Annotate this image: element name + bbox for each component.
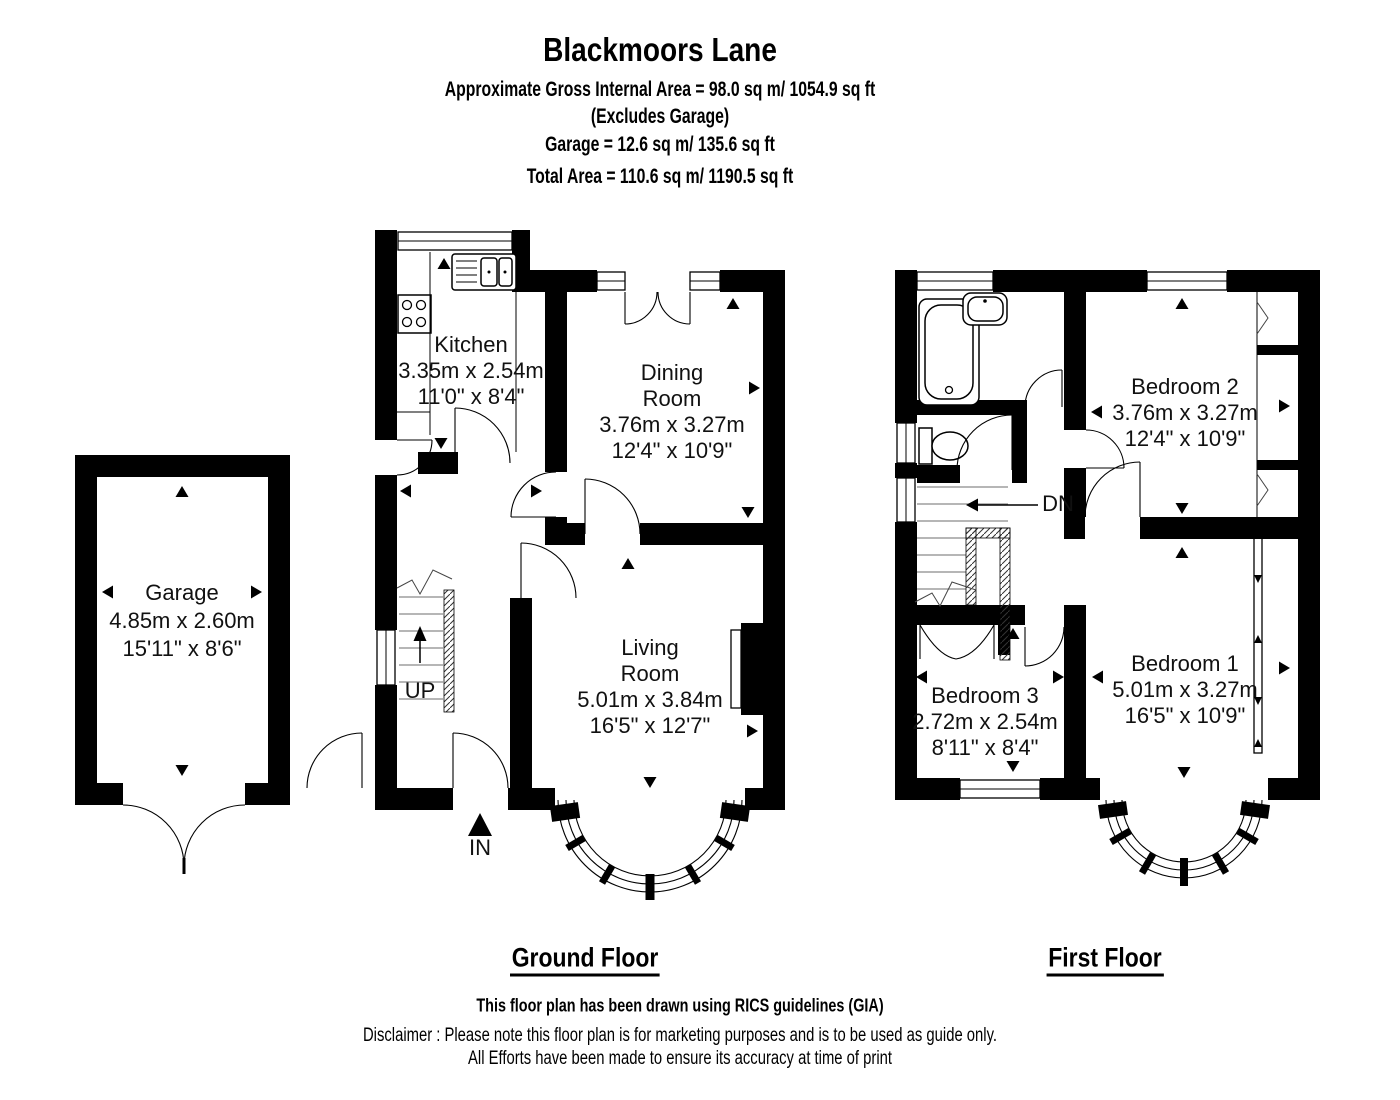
accuracy-text: All Efforts have been made to ensure its… — [468, 1048, 892, 1069]
stairs-up-icon — [396, 569, 455, 713]
kitchen-sink-icon — [451, 253, 517, 291]
ground-walls — [375, 230, 785, 810]
total-area-text: Total Area = 110.6 sq m/ 1190.5 sq ft — [526, 165, 794, 188]
garage-door — [122, 804, 246, 874]
first-windows — [896, 271, 1228, 799]
dining-room-label: Dining Room 3.76m x 3.27m 12'4" x 10'9" — [599, 360, 745, 463]
living-room-label: Living Room 5.01m x 3.84m 16'5" x 12'7" — [577, 635, 723, 738]
stairs-down-icon — [914, 486, 1038, 661]
ground-measure-arrows — [102, 258, 760, 788]
first-doors — [919, 369, 1141, 667]
disclaimer-text: Disclaimer : Please note this floor plan… — [362, 1025, 998, 1046]
toilet-icon — [918, 427, 969, 465]
bedroom2-alcove — [1256, 292, 1269, 517]
hob-icon — [397, 294, 432, 334]
bath-icon — [918, 298, 980, 406]
garage-area-text: Garage = 12.6 sq m/ 135.6 sq ft — [545, 133, 775, 156]
excludes-garage-text: (Excludes Garage) — [590, 105, 730, 128]
page-title: Blackmoors Lane — [543, 31, 777, 68]
entrance-label: IN — [469, 835, 491, 860]
garage-label: Garage 4.85m x 2.60m 15'11" x 8'6" — [109, 580, 255, 661]
first-measure-arrows — [916, 298, 1290, 778]
ground-windows — [376, 231, 721, 686]
bedroom1-wardrobe — [1253, 536, 1263, 754]
bay-window-bedroom1 — [1098, 799, 1270, 886]
first-floor-label: First Floor — [1046, 942, 1164, 977]
rics-guidelines-text: This floor plan has been drawn using RIC… — [476, 995, 884, 1016]
fireplace-recess — [730, 629, 742, 709]
bedroom2-label: Bedroom 2 3.76m x 3.27m 12'4" x 10'9" — [1112, 374, 1258, 451]
kitchen-counter — [397, 252, 517, 452]
bedroom1-label: Bedroom 1 5.01m x 3.27m 16'5" x 10'9" — [1112, 651, 1258, 728]
stairs-down-label: DN — [1042, 491, 1074, 516]
first-floor-plan — [895, 270, 1320, 886]
gross-area-text: Approximate Gross Internal Area = 98.0 s… — [444, 78, 876, 101]
stairs-up-label: UP — [404, 678, 436, 703]
entrance-arrow-icon — [468, 813, 492, 836]
ground-floor-plan — [75, 230, 785, 900]
ground-floor-label: Ground Floor — [510, 942, 660, 977]
first-walls — [895, 270, 1320, 800]
basin-icon — [962, 292, 1008, 326]
kitchen-label: Kitchen 3.35m x 2.54m 11'0" x 8'4" — [398, 332, 544, 409]
ground-doors — [306, 291, 691, 789]
bay-window-living — [549, 799, 751, 900]
bedroom3-label: Bedroom 3 2.72m x 2.54m 8'11" x 8'4" — [912, 683, 1058, 760]
garage-walls — [75, 455, 290, 805]
